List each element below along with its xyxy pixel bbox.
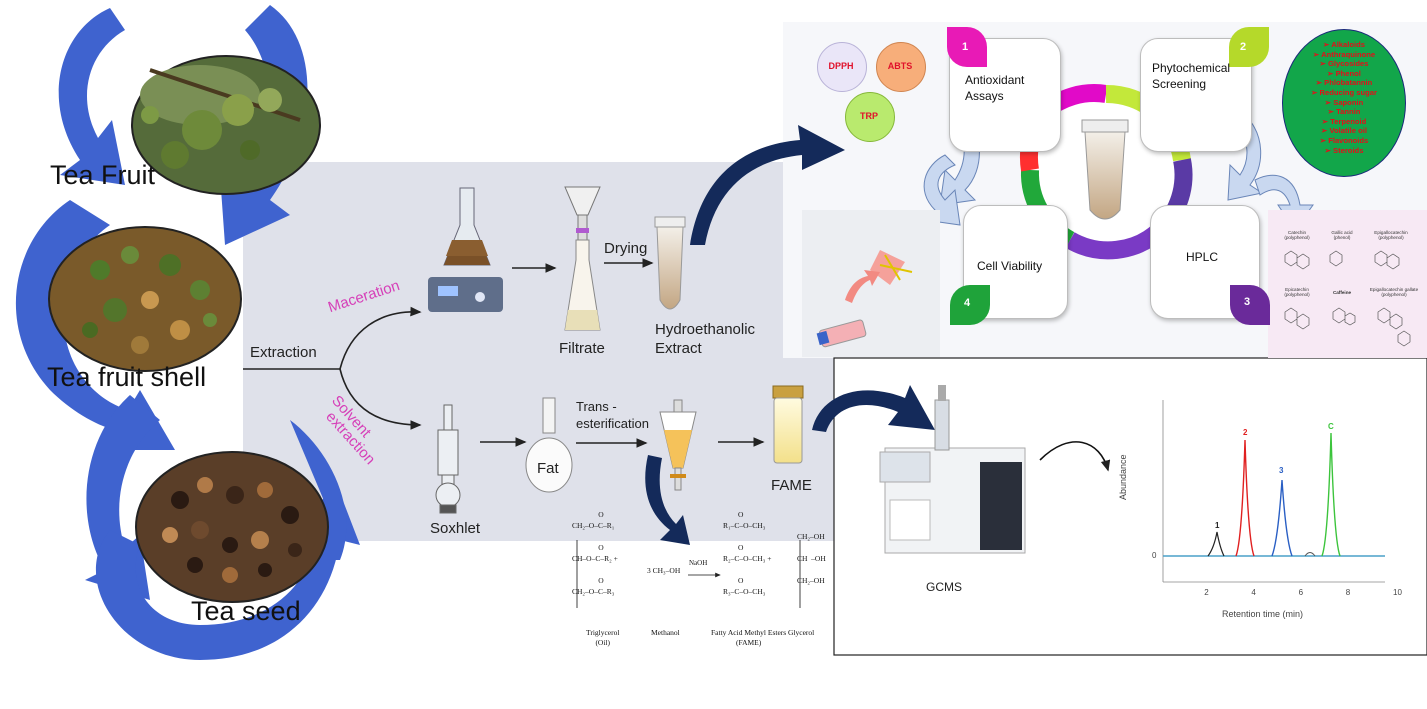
label-triglycerol: Triglycerol(Oil) [586, 628, 620, 647]
tea-seed-image [135, 451, 329, 603]
chromatogram-chart [1162, 400, 1385, 583]
phytochemical-item: ➢ Anthraquinone [1312, 49, 1376, 59]
badge-3 [1230, 285, 1270, 325]
magnetic-stirrer-icon [428, 187, 503, 312]
glycerol-structure: CH₂–OH CH –OH CH₂–OH [797, 532, 826, 585]
label-gcms: GCMS [926, 580, 962, 594]
label-extraction: Extraction [250, 344, 317, 361]
cell-viability-card [963, 205, 1068, 319]
chromatogram-peak-4 [1321, 432, 1341, 557]
naoh-catalyst: NaOH [689, 559, 708, 567]
badge-2 [1229, 27, 1269, 67]
label-fame: FAME [771, 477, 812, 494]
chromatogram-xtick: 8 [1345, 588, 1351, 597]
chromatogram-xlabel: Retention time (min) [1222, 609, 1304, 619]
chromatogram-xtick: 2 [1204, 588, 1209, 597]
tea-fruit-shell-image [48, 226, 242, 372]
fat-flask-icon [525, 397, 573, 493]
label-transesterification: Trans -esterification [576, 399, 649, 431]
label-tea-fruit: Tea Fruit [50, 160, 156, 190]
phytochemical-list-oval: ➢ Alkaloids➢ Anthraquinone➢ Glycosides➢ … [1282, 29, 1406, 177]
mol-egcg: Epigallocatechin gallate(polyphenol) [1369, 287, 1419, 297]
tea-fruit-image [131, 55, 321, 195]
label-hplc: HPLC [1186, 250, 1219, 264]
label-cell-viability: Cell Viability [977, 259, 1043, 273]
phytochemical-item: ➢ Reducing sugar [1311, 87, 1377, 97]
phytochemical-list: ➢ Alkaloids➢ Anthraquinone➢ Glycosides➢ … [1289, 40, 1399, 155]
chromatogram-peak-label: 3 [1279, 466, 1284, 475]
label-soxhlet: Soxhlet [430, 520, 481, 537]
abts-bubble [876, 42, 926, 92]
hplc-molecules-image [1268, 210, 1427, 358]
label-dpph: DPPH [828, 61, 854, 71]
chromatogram-xtick: 10 [1393, 588, 1402, 597]
chromatogram-xtick: 6 [1298, 588, 1304, 597]
filtration-icon [564, 186, 601, 331]
methanol-reagent: 3 CH₃–OH [647, 566, 681, 575]
badge-1-number: 1 [962, 41, 969, 53]
label-tea-fruit-shell: Tea fruit shell [47, 362, 207, 392]
chromatogram-yzero: 0 [1152, 551, 1157, 560]
phytochemical-item: ➢ Terpenoid [1321, 116, 1367, 126]
triglycerol-structure: O CH₂–O–C–R₁ O CH–O–C–R₂ + O CH₂–O–C–R₃ [572, 510, 618, 596]
mol-gallic-acid: Gallic acid(phenol) [1331, 230, 1353, 240]
chromatogram-peak-1 [1207, 531, 1225, 557]
mol-catechin: Catechin(polyphenol) [1284, 230, 1310, 240]
mol-epicatechin: Epicatechin(polyphenol) [1284, 287, 1310, 297]
trp-bubble [845, 92, 895, 142]
dpph-bubble [817, 42, 867, 92]
gcms-machine-icon [879, 385, 1026, 554]
extraction-branches [243, 258, 765, 448]
chromatogram-peak-label: 1 [1215, 521, 1220, 530]
mol-epigallocatechin: Epigallocatechin(polyphenol) [1374, 230, 1408, 240]
chromatogram-ylabel: Abundance [1118, 454, 1128, 500]
label-fat: Fat [537, 460, 559, 477]
label-fame-products: Fatty Acid Methyl Esters(FAME) [711, 628, 787, 647]
mol-caffeine: Caffeine [1332, 290, 1352, 295]
phytochemical-item: ➢ Volatile oil [1321, 126, 1367, 136]
chromatogram-peak-label: C [1328, 422, 1334, 431]
chromatogram-peak-3 [1271, 479, 1293, 557]
soxhlet-icon [435, 404, 461, 514]
label-trp: TRP [860, 111, 878, 121]
label-methanol: Methanol [651, 628, 680, 637]
reaction-scheme-lines [576, 540, 801, 608]
badge-1 [947, 27, 987, 67]
cell-viability-image [802, 210, 940, 357]
chromatogram-peak-2 [1235, 439, 1255, 557]
label-filtrate: Filtrate [559, 340, 605, 357]
phytochemical-item: ➢ Steroids [1324, 145, 1364, 155]
badge-4-number: 4 [964, 297, 971, 309]
phytochemical-item: ➢ Alkaloids [1323, 40, 1365, 49]
badge-3-number: 3 [1244, 296, 1251, 308]
phytochemical-item: ➢ Tannin [1327, 107, 1361, 117]
phytochemical-item: ➢ Saponin [1324, 97, 1364, 107]
label-tea-seed: Tea seed [191, 596, 301, 626]
fame-structure: O R₁–C–O–CH₃ O R₂–C–O–CH₃ + O R₃–C–O–CH₃ [723, 510, 772, 596]
phytochemical-item: ➢ Phenol [1327, 68, 1361, 78]
phytochemical-item: ➢ Phlobatannin [1315, 78, 1373, 88]
navy-flow-arrows [645, 125, 935, 545]
gcms-to-chromatogram-arrow [1039, 441, 1111, 472]
chromatogram-peak-label: 2 [1243, 428, 1248, 437]
fame-vial-icon [772, 385, 804, 464]
hydroethanolic-tube-icon [654, 216, 686, 310]
badge-2-number: 2 [1240, 41, 1247, 53]
separating-funnel-icon [659, 399, 697, 491]
chromatogram-xtick: 4 [1251, 588, 1256, 597]
label-drying: Drying [604, 240, 648, 257]
label-glycerol: Glycerol [788, 628, 815, 637]
phytochemical-item: ➢ Flavonoids [1319, 135, 1369, 145]
phytochemical-item: ➢ Glycosides [1319, 59, 1369, 69]
badge-4 [950, 285, 990, 325]
label-abts: ABTS [887, 61, 913, 71]
